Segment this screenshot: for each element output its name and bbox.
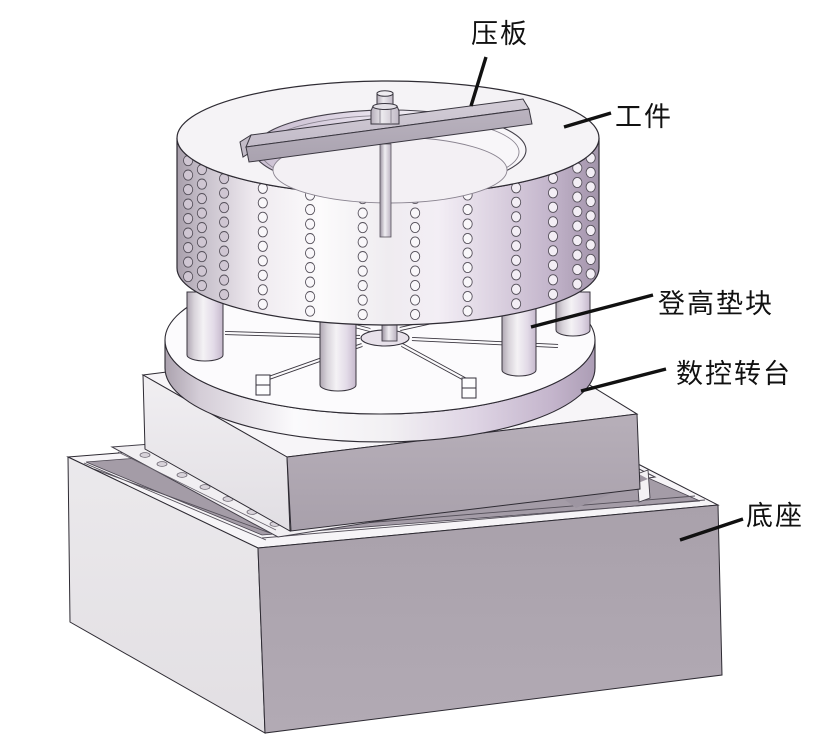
leader-riser-block	[530, 293, 654, 329]
riser-block-3	[501, 302, 537, 377]
label-riser-block: 登高垫块	[658, 289, 774, 319]
leader-clamp-plate	[469, 56, 488, 107]
leader-base	[679, 517, 744, 542]
ring-hole-pattern	[183, 152, 596, 321]
riser-block-2	[319, 317, 357, 392]
label-clamp-plate: 压板	[471, 19, 529, 49]
workpiece-ring	[176, 80, 600, 326]
riser-block-1	[186, 291, 224, 362]
center-stud-nut	[370, 90, 400, 125]
label-base: 底座	[746, 501, 804, 531]
label-cnc-rotary-table: 数控转台	[676, 359, 792, 389]
t-slot-notches	[255, 374, 477, 399]
center-stud-rod	[379, 143, 392, 238]
plate-bolt-holes	[139, 452, 281, 527]
riser-blocks	[186, 291, 591, 392]
leader-lines	[469, 56, 744, 542]
leader-workpiece	[563, 111, 612, 129]
leader-rotary-table	[580, 367, 667, 393]
riser-block-4	[555, 291, 591, 337]
label-workpiece: 工件	[615, 102, 673, 132]
